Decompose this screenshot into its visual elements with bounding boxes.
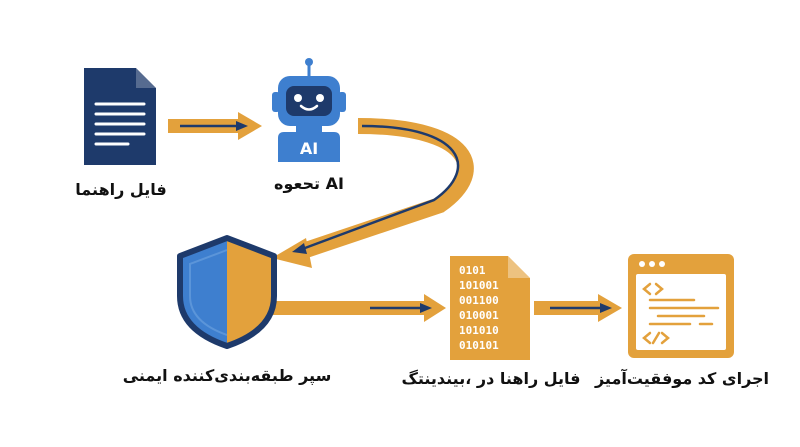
shield-label: سپر طبقه‌بندی‌کننده ایمنی xyxy=(122,366,332,385)
binary-line-6: 010101 xyxy=(459,339,499,352)
document-icon xyxy=(84,68,156,165)
ai-badge-text: AI xyxy=(300,139,318,158)
arrow-ai-to-shield xyxy=(272,118,474,268)
shield-icon xyxy=(177,235,277,349)
ai-agent-label: تحعوه AI xyxy=(274,174,344,193)
guide-file-label: فایل راهنما xyxy=(75,180,167,199)
arrow-binary-to-success xyxy=(534,294,622,322)
code-window-icon xyxy=(628,254,734,358)
binary-file-label: فایل راهنا در ،بیندینتگ xyxy=(401,369,581,388)
robot-icon: AI xyxy=(272,58,346,162)
arrow-file-to-ai xyxy=(168,112,262,140)
binary-line-5: 101010 xyxy=(459,324,499,337)
success-label: اجرای کد موفقیت‌آمیز xyxy=(594,369,770,388)
binary-file-icon: 0101 101001 001100 010001 101010 010101 xyxy=(450,256,530,360)
binary-line-1: 0101 xyxy=(459,264,486,277)
arrow-shield-to-binary xyxy=(272,294,446,322)
binary-line-3: 001100 xyxy=(459,294,499,307)
binary-line-2: 101001 xyxy=(459,279,499,292)
binary-line-4: 010001 xyxy=(459,309,499,322)
